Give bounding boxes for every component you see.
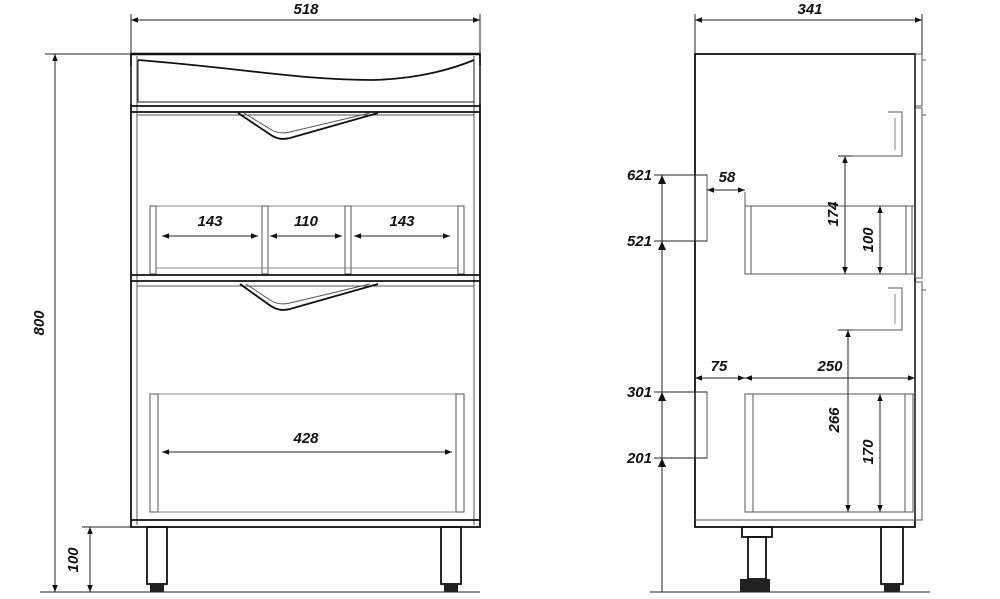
- upper-box-height-dimension: 100: [860, 206, 883, 274]
- side-view: 341 621 521 301 201 58 174: [626, 1, 930, 593]
- dim-compartment-1: 143: [197, 213, 223, 230]
- level-lower-bottom: 201: [626, 450, 652, 467]
- side-depth-dimension: 341: [694, 1, 923, 54]
- dim-front-width: 518: [293, 1, 319, 18]
- front-width-dimension: 518: [130, 1, 481, 54]
- level-lower-top: 301: [627, 384, 652, 401]
- level-upper-bottom: 521: [627, 233, 652, 250]
- cabinet-body: [130, 53, 481, 528]
- lower-drawer-handle: [239, 283, 379, 311]
- upper-drawer-height-dimension: 174: [825, 155, 852, 274]
- lower-drawer-height-dimension: 266: [826, 329, 852, 512]
- dim-upper-drawer-height: 174: [825, 201, 842, 227]
- upper-drawer-handle: [237, 112, 379, 140]
- lower-drawer-width-dimension: 428: [162, 430, 452, 455]
- dim-lower-offset: 75: [711, 358, 728, 375]
- dim-compartment-3: 143: [389, 213, 415, 230]
- dim-lower-drawer-height: 266: [826, 407, 843, 434]
- level-markers: 621 521 301 201: [626, 167, 707, 592]
- dim-lower-box-height: 170: [860, 439, 877, 465]
- side-body: [694, 53, 916, 528]
- front-legs: [146, 526, 462, 592]
- side-legs: [740, 526, 904, 592]
- lower-offset-dimension: 75: [695, 358, 745, 381]
- dim-lower-drawer-depth: 250: [816, 358, 843, 375]
- leg-height-dimension: 100: [65, 526, 147, 592]
- front-height-dimension: 800: [31, 53, 131, 592]
- dim-upper-offset: 58: [719, 169, 736, 186]
- upper-offset-dimension: 58: [707, 169, 745, 193]
- dim-compartment-2: 110: [294, 213, 319, 230]
- lower-drawer-depth-dimension: 250: [745, 358, 915, 381]
- side-lower-drawer: [744, 287, 915, 513]
- dim-lower-drawer-width: 428: [292, 430, 319, 447]
- dim-side-depth: 341: [797, 1, 822, 18]
- dim-upper-box-height: 100: [860, 227, 877, 253]
- dim-leg-height: 100: [65, 547, 82, 573]
- lower-drawer: [131, 283, 480, 521]
- side-upper-drawer: [744, 111, 915, 275]
- front-view: 518 800 100 143 110 143 428: [31, 1, 481, 593]
- level-upper-top: 621: [627, 167, 652, 184]
- lower-box-height-dimension: 170: [860, 394, 883, 512]
- washbasin: [130, 52, 481, 104]
- dim-front-height: 800: [31, 310, 48, 336]
- upper-drawer: [131, 105, 480, 282]
- compartment-dimensions: 143 110 143: [162, 213, 450, 239]
